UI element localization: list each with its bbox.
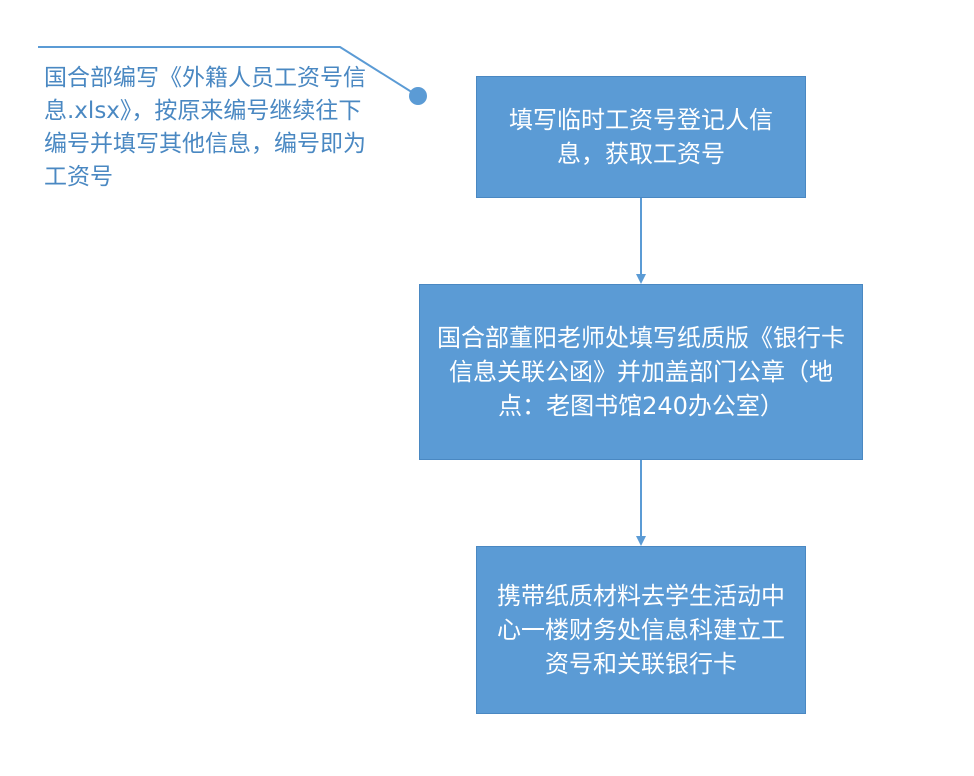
step-1-box: 填写临时工资号登记人信息，获取工资号 bbox=[476, 76, 806, 198]
callout-leader-line bbox=[38, 46, 419, 97]
callout-anchor-dot bbox=[409, 87, 427, 105]
step-3-text: 携带纸质材料去学生活动中心一楼财务处信息科建立工资号和关联银行卡 bbox=[497, 582, 785, 678]
step-3-box: 携带纸质材料去学生活动中心一楼财务处信息科建立工资号和关联银行卡 bbox=[476, 546, 806, 714]
step-1-text: 填写临时工资号登记人信息，获取工资号 bbox=[509, 106, 773, 168]
step-2-text: 国合部董阳老师处填写纸质版《银行卡信息关联公函》并加盖部门公章（地点：老图书馆2… bbox=[437, 324, 845, 420]
step-2-box: 国合部董阳老师处填写纸质版《银行卡信息关联公函》并加盖部门公章（地点：老图书馆2… bbox=[419, 284, 863, 460]
callout-note: 国合部编写《外籍人员工资号信息.xlsx》，按原来编号继续往下编号并填写其他信息… bbox=[44, 65, 366, 190]
